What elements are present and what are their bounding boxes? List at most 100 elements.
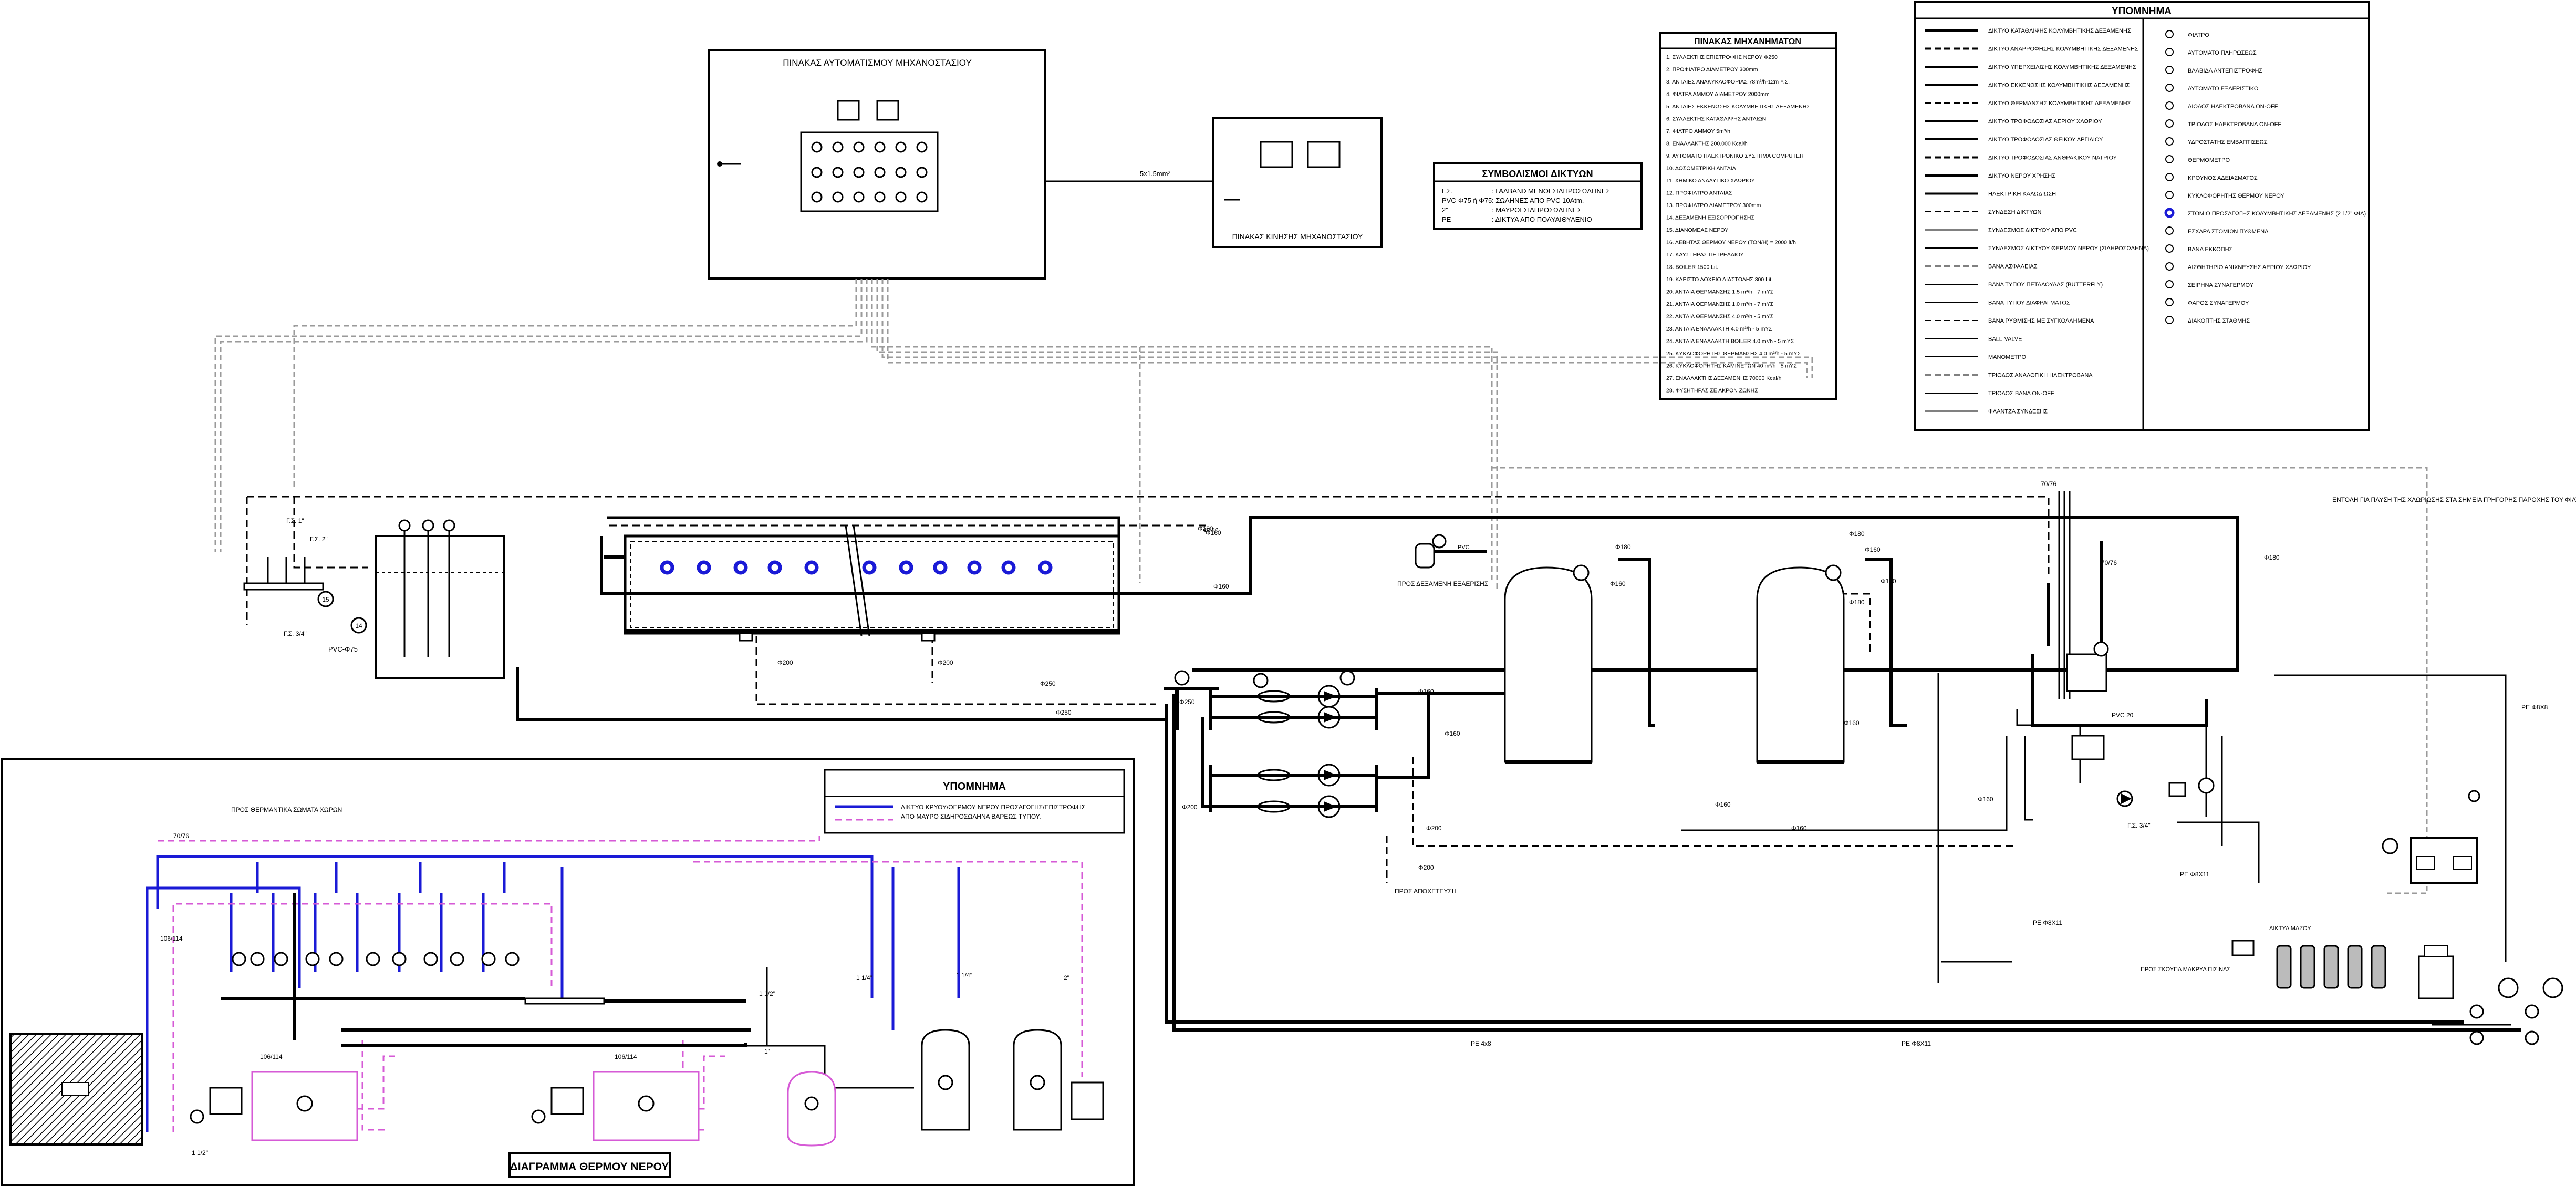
pipe-label: Φ160 — [1418, 688, 1434, 695]
pipe-size-labels: Φ160 Φ160 Φ180 Φ180 Φ160 Φ160 Φ160 Φ180 … — [1040, 480, 2548, 1047]
legend-left-item: ΒΑΝΑ ΤΥΠΟΥ ΠΕΤΑΛΟΥΔΑΣ (BUTTERFLY) — [1988, 282, 2103, 288]
to-expansion-label: ΠΡΟΣ ΔΕΞΑΜΕΝΗ ΕΞΑΕΡΙΣΗΣ — [1397, 580, 1488, 587]
chemical-dosing-tanks: ΔΙΚΤΥΑ ΜΑΖΟΥ — [2231, 925, 2386, 989]
legend-right-item: ΚΥΚΛΟΦΟΡΗΤΗΣ ΘΕΡΜΟΥ ΝΕΡΟΥ — [2188, 193, 2284, 199]
symbol-code: 2" — [1442, 206, 1448, 214]
symbol-text: : ΓΑΛΒΑΝΙΣΜΕΝΟΙ ΣΙΔΗΡΟΣΩΛΗΝΕΣ — [1492, 187, 1611, 195]
legend-left-item: ΒΑΝΑ ΤΥΠΟΥ ΔΙΑΦΡΑΓΜΑΤΟΣ — [1988, 300, 2070, 306]
legend-left-item: ΒΑΝΑ ΡΥΘΜΙΣΗΣ ΜΕ ΣΥΓΚΟΛΛΗΜΕΝΑ — [1988, 318, 2094, 324]
legend-symbol-icon — [2165, 48, 2174, 56]
legend-right-item: ΒΑΛΒΙΔΑ ΑΝΤΕΠΙΣΤΡΟΦΗΣ — [2188, 68, 2262, 74]
symbol-code: PE — [1442, 215, 1451, 223]
panel-indicator-lights — [811, 141, 928, 203]
pipe-label: Φ180 — [1203, 527, 1219, 534]
symbol-text: : ΜΑΥΡΟΙ ΣΙΔΗΡΟΣΩΛΗΝΕΣ — [1492, 206, 1582, 214]
pipe-label: Φ160 — [1445, 730, 1460, 737]
legend-symbol-icon — [2165, 226, 2174, 235]
machinery-row: 24. ΑΝΤΛΙΑ ΕΝΑΛΛΑΚΤΗ BOILER 4.0 m³/h - 5… — [1666, 338, 1794, 345]
inset-circulators — [232, 952, 520, 966]
legend-right-item: ΑΙΣΘΗΤΗΡΙΟ ΑΝΙΧΝΕΥΣΗΣ ΑΕΡΙΟΥ ΧΛΩΡΙΟΥ — [2188, 264, 2311, 271]
to-sampling-label: ΠΡΟΣ ΣΚΟΥΠΑ ΜΑΚΡΥΑ ΠΙΣΙΝΑΣ — [2141, 966, 2230, 973]
machinery-row: 28. ΦΥΣΗΤΗΡΑΣ ΣΕ ΑΚΡΟΝ ΖΩΝΗΣ — [1666, 388, 1758, 394]
machinery-row: 15. ΔΙΑΝΟΜΕΑΣ ΝΕΡΟΥ — [1666, 227, 1728, 233]
machinery-table-title: ΠΙΝΑΚΑΣ ΜΗΧΑΝΗΜΑΤΩΝ — [1694, 37, 1801, 46]
machinery-row: 2. ΠΡΟΦΙΛΤΡΟ ΔΙΑΜΕΤΡΟΥ 300mm — [1666, 67, 1758, 73]
legend-symbol-icon — [2165, 84, 2174, 92]
pipe-label: Φ200 — [1426, 824, 1442, 832]
symbol-code: PVC-Φ75 ή Φ75 — [1442, 197, 1492, 204]
legend-left-item: ΗΛΕΚΤΡΙΚΗ ΚΑΛΩΔΙΩΣΗ — [1988, 191, 2056, 198]
pipe-label: Φ160 — [1881, 577, 1896, 585]
legend-right-item: ΔΙΑΚΟΠΤΗΣ ΣΤΑΘΜΗΣ — [2188, 318, 2250, 324]
legend-left-item: ΔΙΚΤΥΟ ΥΠΕΡΧΕΙΛΙΣΗΣ ΚΟΛΥΜΒΗΤΙΚΗΣ ΔΕΞΑΜΕΝ… — [1988, 64, 2136, 70]
legend-left-item: ΒΑΝΑ ΑΣΦΑΛΕΙΑΣ — [1988, 264, 2038, 270]
pipe-label: Φ200 — [1182, 803, 1198, 811]
network-symbols-title: ΣΥΜΒΟΛΙΣΜΟΙ ΔΙΚΤΥΩΝ — [1482, 169, 1593, 179]
machinery-row: 26. ΚΥΚΛΟΦΟΡΗΤΗΣ ΚΑΜΙΝΕΤΩΝ 40 m³/h - 5 m… — [1666, 363, 1797, 369]
legend-right-item: ΦΙΛΤΡΟ — [2188, 32, 2209, 38]
automation-panel-title: ΠΙΝΑΚΑΣ ΑΥΤΟΜΑΤΙΣΜΟΥ ΜΗΧΑΝΟΣΤΑΣΙΟΥ — [783, 58, 972, 68]
motion-panel: ΠΙΝΑΚΑΣ ΚΙΝΗΣΗΣ ΜΗΧΑΝΟΣΤΑΣΙΟΥ — [1212, 117, 1383, 248]
legend-left-item: ΔΙΚΤΥΟ ΤΡΟΦΟΔΟΣΙΑΣ ΑΝΘΡΑΚΙΚΟΥ ΝΑΤΡΙΟΥ — [1988, 155, 2117, 161]
legend-title: ΥΠΟΜΝΗΜΑ — [2112, 6, 2172, 17]
inset-label-106: 106/114 — [260, 1053, 283, 1060]
legend-left-item: ΜΑΝΟΜΕΤΡΟ — [1988, 354, 2027, 360]
pipe-label: Φ160 — [1213, 583, 1229, 590]
machinery-row: 21. ΑΝΤΛΙΑ ΘΕΡΜΑΝΣΗΣ 1.0 m³/h - 7 mYΣ — [1666, 301, 1774, 307]
inset-label-7076: 70/76 — [173, 832, 189, 840]
machinery-row: 14. ΔΕΞΑΜΕΝΗ ΕΞΙΣΟΡΡΟΠΗΣΗΣ — [1666, 215, 1754, 221]
inset-label-106: 106/114 — [615, 1053, 637, 1060]
equalization-tank: 14 PVC-Φ75 — [328, 519, 505, 679]
inset-legend-title: ΥΠΟΜΝΗΜΑ — [943, 781, 1006, 792]
pipe-label: Φ180 — [1198, 525, 1213, 532]
heat-exchanger-area — [2066, 641, 2563, 1045]
water-distributor: 15 Γ.Σ. 3/4" Γ.Σ. 1" Γ.Σ. 2" — [243, 517, 334, 637]
pipe-label: Φ180 — [1849, 599, 1865, 606]
pipe-label: PVC 20 — [2112, 711, 2134, 719]
machinery-row: 13. ΠΡΟΦΙΛΤΡΟ ΔΙΑΜΕΤΡΟΥ 300mm — [1666, 202, 1761, 209]
pipe-label: PE Φ8X11 — [1902, 1040, 1931, 1047]
machinery-row: 1. ΣΥΛΛΕΚΤΗΣ ΕΠΙΣΤΡΟΦΗΣ ΝΕΡΟΥ Φ250 — [1666, 54, 1778, 60]
legend-left-item: BALL-VALVE — [1988, 336, 2022, 343]
pipe-label-gs14: Γ.Σ. 1" — [286, 517, 304, 524]
hot-water-inset: ΥΠΟΜΝΗΜΑ ΔΙΚΤΥΟ ΚΡΥΟΥ/ΘΕΡΜΟΥ ΝΕΡΟΥ ΠΡΟΣΑ… — [1, 758, 1135, 1186]
pipe-label: Φ180 — [1615, 543, 1631, 551]
pool-inlet-nozzles — [660, 560, 1053, 575]
machinery-row: 11. ΧΗΜΙΚΟ ΑΝΑΛΥΤΙΚΟ ΧΛΩΡΙΟΥ — [1666, 178, 1755, 184]
legend-symbol-icon — [2165, 316, 2174, 324]
legend-right-item: ΦΑΡΟΣ ΣΥΝΑΓΕΡΜΟΥ — [2188, 300, 2249, 306]
hatched-chimney — [9, 1033, 143, 1146]
machinery-row: 8. ΕΝΑΛΛΑΚΤΗΣ 200.000 Kcal/h — [1666, 141, 1748, 147]
legend-symbol-icon — [2164, 208, 2175, 218]
sand-filters — [1504, 564, 1845, 764]
pipe-label: Φ160 — [1865, 546, 1881, 553]
inset-label-1: 1" — [764, 1048, 770, 1055]
legend-symbol-icon — [2165, 280, 2174, 288]
machinery-row: 4. ΦΙΛΤΡΑ ΑΜΜΟΥ ΔΙΑΜΕΤΡΟΥ 2000mm — [1666, 91, 1770, 98]
pipe-label-phi200: Φ200 — [938, 659, 953, 666]
legend-symbol-icon — [2165, 173, 2174, 181]
legend-right-item: ΣΤΟΜΙΟ ΠΡΟΣΑΓΩΓΗΣ ΚΟΛΥΜΒΗΤΙΚΗΣ ΔΕΞΑΜΕΝΗΣ… — [2188, 211, 2366, 217]
machinery-row: 18. BOILER 1500 Lit. — [1666, 264, 1718, 271]
machinery-row: 22. ΑΝΤΛΙΑ ΘΕΡΜΑΝΣΗΣ 4.0 m³/h - 5 mYΣ — [1666, 314, 1774, 320]
machinery-row: 12. ΠΡΟΦΙΛΤΡΟ ΑΝΤΛΙΑΣ — [1666, 190, 1732, 197]
inset-label-2: 2" — [1064, 974, 1069, 982]
legend-right-item: ΚΡΟΥΝΟΣ ΑΔΕΙΑΣΜΑΤΟΣ — [2188, 175, 2258, 181]
symbol-text: : ΔΙΚΤΥΑ ΑΠΟ ΠΟΛΥΑΙΘΥΛΕΝΙΟ — [1492, 215, 1592, 223]
legend-left-item: ΣΥΝΔΕΣΜΟΣ ΔΙΚΤΥΟΥ ΑΠΟ PVC — [1988, 228, 2077, 234]
legend-left-item: ΦΛΑΝΤΖΑ ΣΥΝΔΕΣΗΣ — [1988, 409, 2048, 415]
machinery-row: 27. ΕΝΑΛΛΑΚΤΗΣ ΔΕΞΑΜΕΝΗΣ 70000 Kcal/h — [1666, 375, 1782, 381]
tag-14: 14 — [355, 622, 362, 630]
network-symbols-table: ΣΥΜΒΟΛΙΣΜΟΙ ΔΙΚΤΥΩΝ Γ.Σ. : ΓΑΛΒΑΝΙΣΜΕΝΟΙ… — [1433, 162, 1643, 230]
machinery-row: 16. ΛΕΒΗΤΑΣ ΘΕΡΜΟΥ ΝΕΡΟΥ (ΤΟΝ/Η) = 2000 … — [1666, 240, 1796, 246]
pipe-label-phi200: Φ200 — [777, 659, 793, 666]
pipe-label: Γ.Σ. 3/4" — [2127, 822, 2151, 829]
legend-symbol-icon — [2165, 30, 2174, 38]
machinery-rows: 1. ΣΥΛΛΕΚΤΗΣ ΕΠΙΣΤΡΟΦΗΣ ΝΕΡΟΥ Φ250 2. ΠΡΟ… — [1666, 54, 1810, 394]
machinery-row: 23. ΑΝΤΛΙΑ ΕΝΑΛΛΑΚΤΗ 4.0 m³/h - 5 mYΣ — [1666, 326, 1772, 332]
machinery-table: ΠΙΝΑΚΑΣ ΜΗΧΑΝΗΜΑΤΩΝ 1. ΣΥΛΛΕΚΤΗΣ ΕΠΙΣΤΡΟ… — [1659, 32, 1837, 400]
pipe-label: 70/76 — [2041, 480, 2056, 488]
legend-symbol-icon — [2165, 191, 2174, 199]
